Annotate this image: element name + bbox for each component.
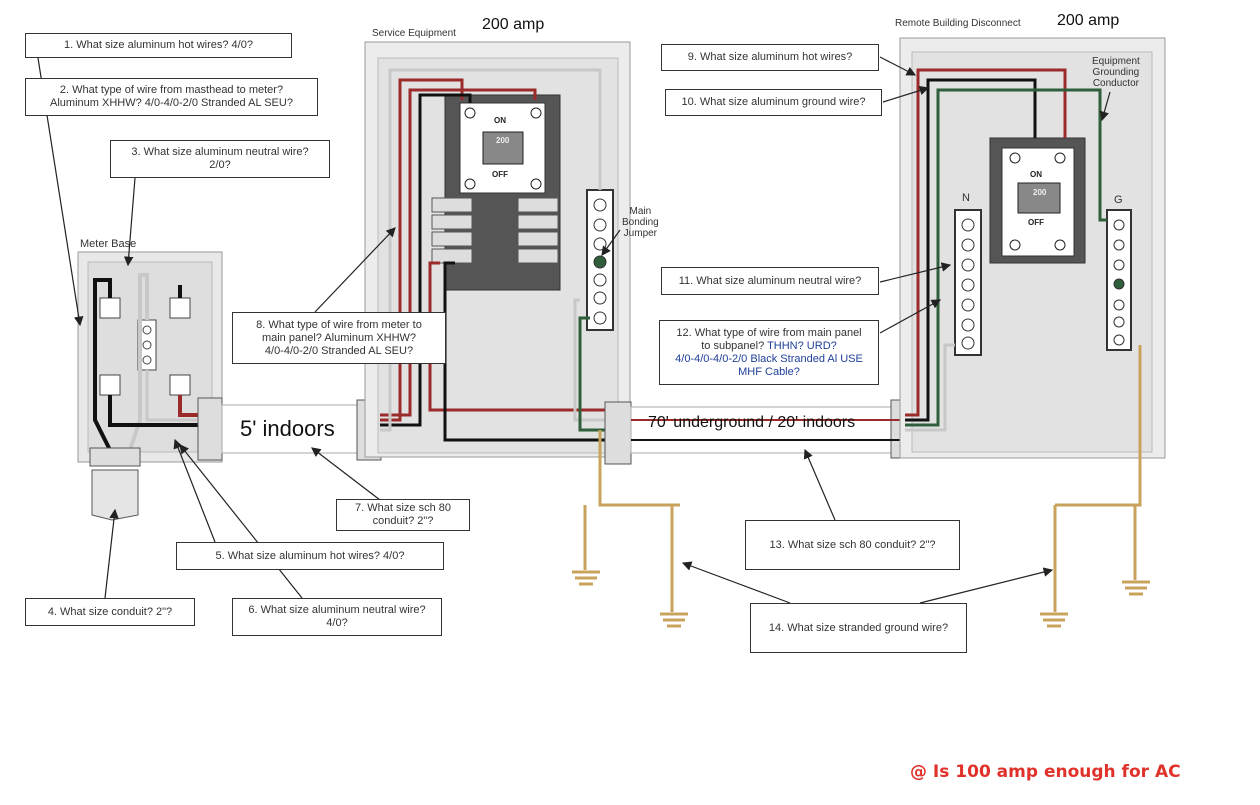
question-5-box: 5. What size aluminum hot wires? 4/0? [176, 542, 444, 570]
service-breaker-rating: 200 [496, 136, 510, 145]
question-9-box: 9. What size aluminum hot wires? [661, 44, 879, 71]
remote-amp-label: 200 amp [1057, 12, 1120, 29]
question-12-line-1: 12. What type of wire from main panel [676, 326, 862, 339]
ground-bar-label: G [1114, 194, 1123, 206]
question-6-line-1: 6. What size aluminum neutral wire? [248, 604, 426, 616]
question-4-box: 4. What size conduit? 2"? [25, 598, 195, 626]
question-8-line-1: 8. What type of wire from meter to [256, 318, 422, 331]
question-11-text: 11. What size aluminum neutral wire? [678, 274, 862, 287]
question-8-box: 8. What type of wire from meter to main … [232, 312, 446, 364]
question-2-line-2: Aluminum XHHW? 4/0-4/0-2/0 Stranded AL S… [50, 97, 293, 109]
question-2-box: 2. What type of wire from masthead to me… [25, 78, 318, 116]
question-8-line-3: 4/0-4/0-2/0 Stranded AL SEU? [264, 344, 414, 357]
question-6-line-2: 4/0? [326, 617, 348, 629]
question-13-text: 13. What size sch 80 conduit? 2"? [769, 538, 936, 551]
meter-base [77, 251, 223, 521]
service-equipment-panel [364, 41, 631, 458]
question-14-text: 14. What size stranded ground wire? [768, 621, 949, 634]
remote-disconnect-title: Remote Building Disconnect [895, 18, 1021, 29]
question-3-box: 3. What size aluminum neutral wire? 2/0? [110, 140, 330, 178]
question-10-text: 10. What size aluminum ground wire? [681, 96, 866, 108]
question-7-line-1: 7. What size sch 80 [355, 502, 451, 514]
question-8-line-2: main panel? Aluminum XHHW? [261, 331, 417, 344]
question-12-line-4: MHF Cable? [738, 365, 800, 378]
question-1-box: 1. What size aluminum hot wires? 4/0? [25, 33, 292, 58]
question-6-box: 6. What size aluminum neutral wire? 4/0? [232, 598, 442, 636]
service-breaker-off: OFF [492, 170, 508, 179]
service-amp-label: 200 amp [482, 16, 545, 33]
question-12-box: 12. What type of wire from main panel to… [659, 320, 879, 385]
watermark-caption: @ Is 100 amp enough for AC [910, 762, 1181, 782]
remote-breaker-rating: 200 [1033, 188, 1047, 197]
question-9-text: 9. What size aluminum hot wires? [687, 51, 853, 63]
question-12-line-2: to subpanel? THHN? URD? [701, 339, 837, 352]
meter-base-title: Meter Base [80, 238, 137, 250]
remote-breaker-on: ON [1030, 170, 1042, 179]
question-1-text: 1. What size aluminum hot wires? 4/0? [64, 39, 253, 51]
question-7-line-2: conduit? 2"? [372, 515, 434, 527]
neutral-bar-label: N [962, 192, 970, 204]
question-2-line-1: 2. What type of wire from masthead to me… [59, 84, 284, 96]
question-14-box: 14. What size stranded ground wire? [750, 603, 967, 653]
question-12-line-3: 4/0-4/0-4/0-2/0 Black Stranded Al USE [675, 352, 863, 365]
remote-disconnect-panel [899, 37, 1166, 459]
equipment-grounding-conductor-label: Equipment Grounding Conductor [1092, 56, 1140, 89]
question-11-box: 11. What size aluminum neutral wire? [661, 267, 879, 295]
service-breaker-on: ON [494, 116, 506, 125]
conduit-underground [604, 399, 916, 465]
indoor-conduit-label: 5' indoors [240, 416, 335, 441]
main-bonding-jumper-label: Main Bonding Jumper [622, 206, 659, 239]
question-7-box: 7. What size sch 80 conduit? 2"? [336, 499, 470, 531]
question-3-line-2: 2/0? [209, 159, 231, 171]
question-5-text: 5. What size aluminum hot wires? 4/0? [215, 549, 405, 562]
question-4-text: 4. What size conduit? 2"? [47, 605, 173, 618]
question-10-box: 10. What size aluminum ground wire? [665, 89, 882, 116]
service-equipment-title: Service Equipment [372, 28, 456, 39]
remote-breaker-off: OFF [1028, 218, 1044, 227]
question-3-line-1: 3. What size aluminum neutral wire? [131, 146, 309, 158]
underground-conduit-label: 70' underground / 20' indoors [648, 414, 856, 431]
ground-rods [572, 345, 1150, 628]
question-13-box: 13. What size sch 80 conduit? 2"? [745, 520, 960, 570]
